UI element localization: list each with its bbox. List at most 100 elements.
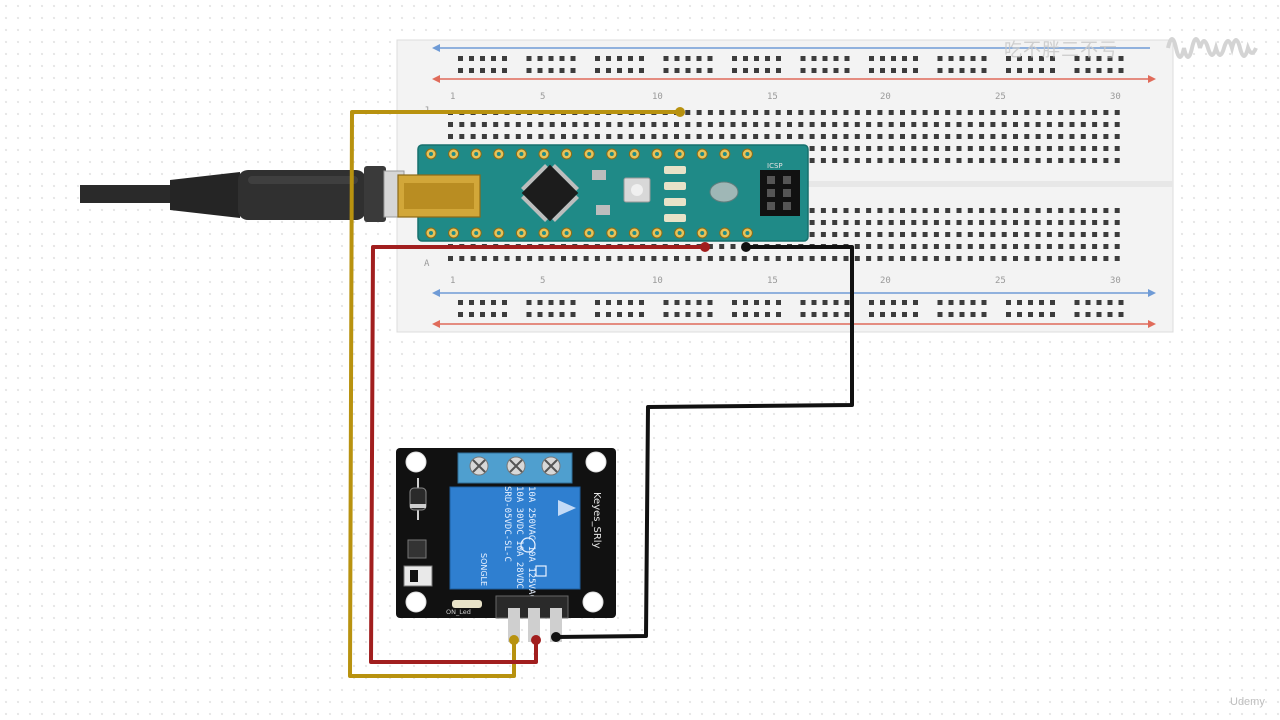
breadboard-hole [854,244,860,249]
breadboard-hole [877,220,883,225]
breadboard-hole [765,312,770,317]
breadboard-hole [662,122,668,127]
breadboard-hole [822,312,828,317]
icsp-label: ICSP [767,162,783,170]
breadboard-hole [1069,256,1075,261]
breadboard-hole [515,134,521,139]
breadboard-hole [937,300,943,305]
breadboard-hole [480,300,485,305]
red-power-wire [369,245,705,664]
breadboard-hole [674,134,679,139]
breadboard-hole [1001,146,1007,151]
column-label: 5 [540,276,545,286]
breadboard-hole [990,158,996,163]
breadboard-hole [527,256,533,261]
arduino-pin-hole [722,231,727,235]
breadboard-hole [753,256,759,261]
breadboard-hole [1039,312,1044,317]
breadboard-hole [945,220,951,225]
breadboard-hole [844,56,850,61]
breadboard-hole [707,134,713,139]
breadboard-hole [843,134,849,139]
breadboard-hole [933,110,939,115]
breadboard-hole [754,68,759,73]
breadboard-hole [967,146,973,151]
breadboard-hole [911,220,917,225]
arduino-pin-hole [745,152,750,156]
breadboard-hole [1107,68,1113,73]
breadboard-hole [1024,256,1030,261]
breadboard-hole [480,312,485,317]
breadboard-hole [1039,300,1044,305]
breadboard-hole [959,56,965,61]
breadboard-hole [833,68,839,73]
breadboard-hole [967,256,973,261]
column-label: 20 [880,92,891,102]
breadboard-hole [937,56,943,61]
breadboard-hole [537,56,543,61]
breadboard-hole [933,158,939,163]
breadboard-hole [822,68,828,73]
arduino-pin-hole [474,231,479,235]
breadboard-hole [990,110,996,115]
breadboard-hole [843,232,849,237]
arduino-pin-hole [632,231,637,235]
breadboard-hole [548,312,554,317]
breadboard-hole [1085,312,1091,317]
breadboard-hole [1050,68,1055,73]
breadboard-hole [833,300,839,305]
breadboard-hole [491,312,496,317]
breadboard-hole [1058,134,1064,139]
breadboard-hole [1103,256,1109,261]
breadboard-hole [628,134,634,139]
breadboard-hole [594,256,600,261]
breadboard-hole [719,122,725,127]
breadboard-hole [956,208,962,213]
breadboard-hole [979,158,985,163]
breadboard-hole [809,122,815,127]
relay-model-line: SRD-05VDC-SL-C [502,486,512,562]
breadboard-hole [730,110,736,115]
breadboard-hole [979,134,985,139]
breadboard-hole [922,158,928,163]
breadboard-hole [765,300,770,305]
breadboard-hole [775,256,781,261]
relay-rating-line: 10A 30VDC 10A 28VDC [514,486,524,589]
breadboard-hole [948,300,954,305]
breadboard-hole [888,220,894,225]
breadboard-hole [663,312,669,317]
breadboard-hole [854,232,860,237]
breadboard-hole [854,256,860,261]
breadboard-hole [493,134,499,139]
breadboard-hole [743,68,748,73]
breadboard-hole [707,300,713,305]
breadboard-hole [1017,56,1022,61]
breadboard-hole [933,220,939,225]
icsp-header: ICSP [760,162,800,216]
breadboard-hole [937,312,943,317]
breadboard-hole [1001,244,1007,249]
breadboard-hole [526,300,532,305]
breadboard-hole [685,56,691,61]
breadboard-hole [1046,220,1052,225]
breadboard-hole [1092,146,1098,151]
breadboard-hole [1118,68,1124,73]
column-label: 20 [880,276,891,286]
breadboard-hole [1069,122,1075,127]
breadboard-hole [843,256,849,261]
arduino-pin-hole [700,152,705,156]
breadboard-hole [1107,312,1113,317]
diode [409,478,427,520]
breadboard-hole [1039,68,1044,73]
breadboard-hole [741,110,747,115]
breadboard-hole [1035,244,1041,249]
breadboard-hole [1017,300,1022,305]
breadboard-hole [869,68,874,73]
breadboard-hole [458,312,463,317]
breadboard-hole [617,56,622,61]
breadboard-hole [448,134,453,139]
breadboard-hole [891,56,896,61]
breadboard-hole [1013,146,1018,151]
arduino-pin-hole [429,152,433,156]
breadboard-hole [1092,220,1098,225]
